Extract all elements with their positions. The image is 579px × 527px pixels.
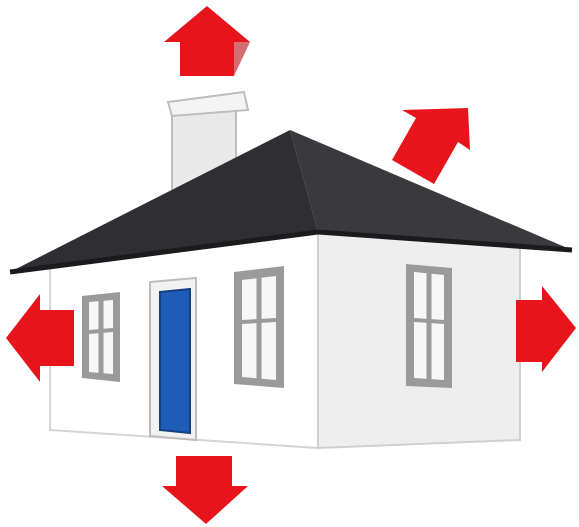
door-panel bbox=[160, 289, 190, 433]
up-right-arrow-icon bbox=[392, 108, 470, 184]
house bbox=[10, 92, 572, 448]
right-arrow-icon bbox=[516, 286, 576, 372]
window-front-right bbox=[234, 266, 284, 388]
front-door bbox=[150, 278, 196, 440]
up-arrow-icon bbox=[164, 6, 250, 76]
window-left bbox=[82, 292, 120, 382]
window-side bbox=[406, 264, 452, 388]
down-arrow-icon bbox=[162, 456, 248, 524]
